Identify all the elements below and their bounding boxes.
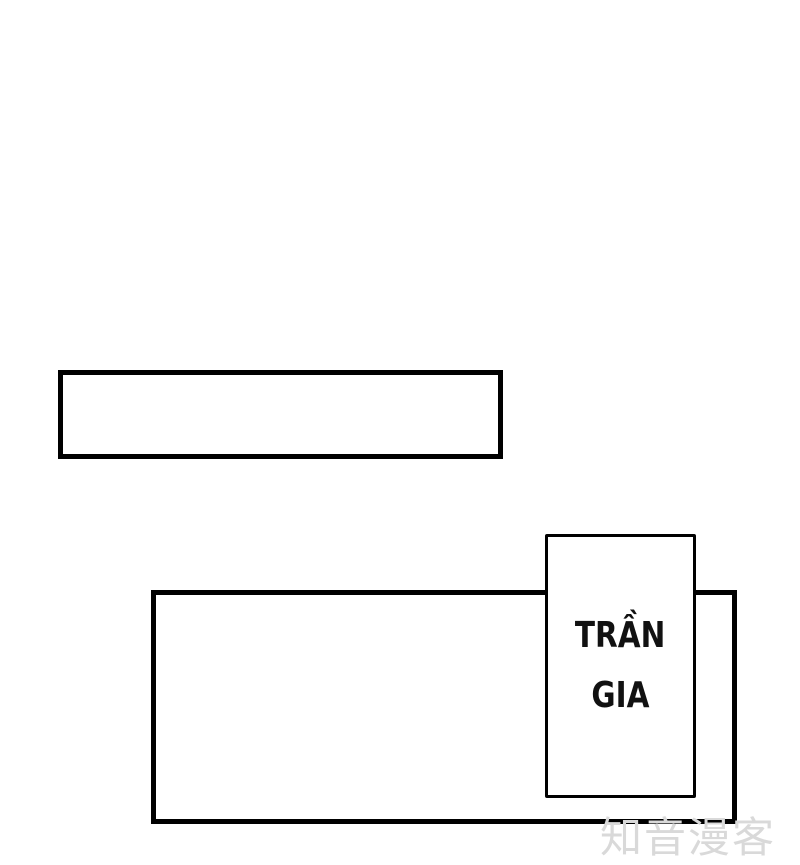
caption-line-1: TRẦN: [575, 615, 666, 656]
caption-line-2: GIA: [591, 675, 650, 716]
caption-box: TRẦN GIA: [545, 534, 696, 798]
watermark-text: 知音漫客: [600, 813, 777, 862]
comic-panel-top: [58, 370, 503, 459]
